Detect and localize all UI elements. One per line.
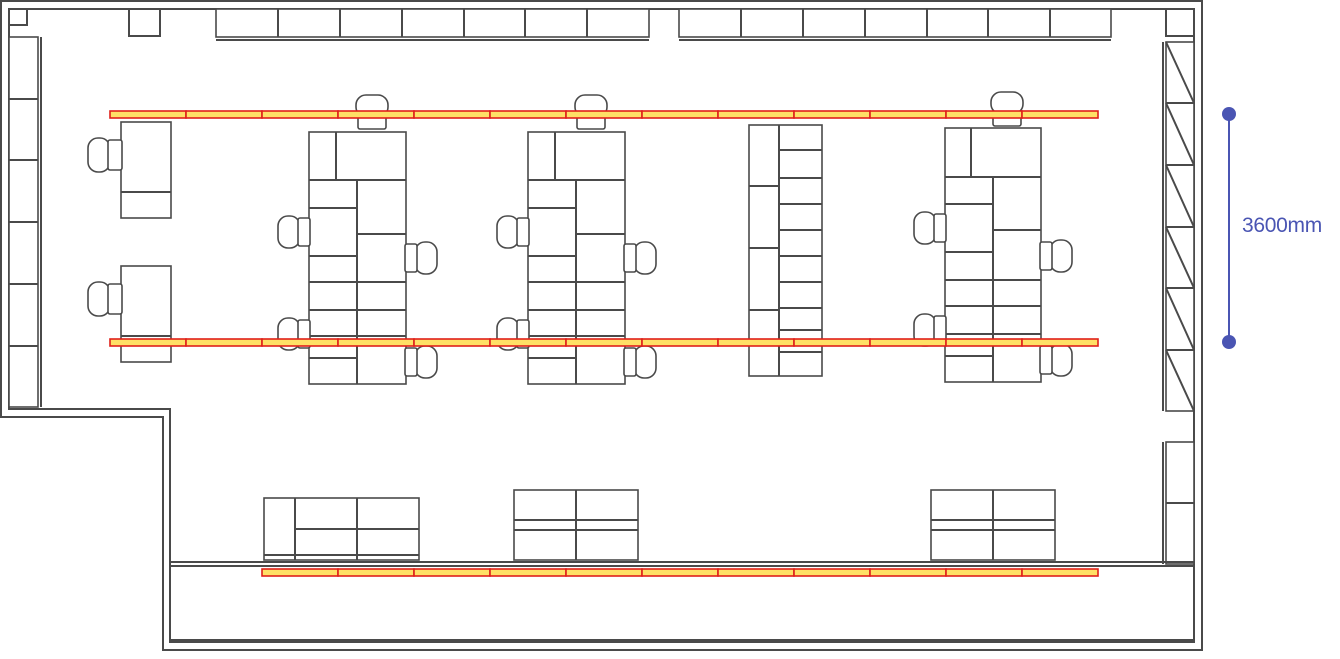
light-row-middle	[109, 338, 1099, 347]
light-row-lower	[261, 568, 1099, 577]
bottom-desk-left	[263, 497, 420, 561]
chair	[1039, 343, 1073, 377]
shelving-unit	[748, 124, 823, 377]
left-wall-cabinets	[8, 36, 42, 408]
right-wall-cabinets	[1162, 41, 1195, 565]
dimension-start-dot	[1222, 107, 1236, 121]
light-row-upper	[109, 110, 1099, 119]
dimension-label: 3600mm	[1242, 214, 1322, 237]
chair	[623, 241, 657, 275]
chairs	[87, 91, 1073, 379]
chair	[990, 91, 1024, 127]
top-cabinet-row-right	[678, 8, 1112, 41]
chair	[623, 345, 657, 379]
chair	[1039, 239, 1073, 273]
left-desk-upper	[120, 121, 172, 219]
outer-walls	[0, 0, 1203, 651]
top-cabinet-row-left	[215, 8, 650, 41]
dimension-marker	[1222, 107, 1236, 349]
chair	[404, 345, 438, 379]
bottom-desk-center	[513, 489, 639, 561]
bottom-wall-counter	[170, 561, 1194, 641]
chair	[277, 215, 311, 249]
chair	[87, 281, 123, 317]
chair	[87, 137, 123, 173]
chair	[496, 215, 530, 249]
bottom-desk-right	[930, 489, 1056, 561]
chair	[404, 241, 438, 275]
dimension-end-dot	[1222, 335, 1236, 349]
left-desk-lower	[120, 265, 172, 363]
chair	[913, 211, 947, 245]
